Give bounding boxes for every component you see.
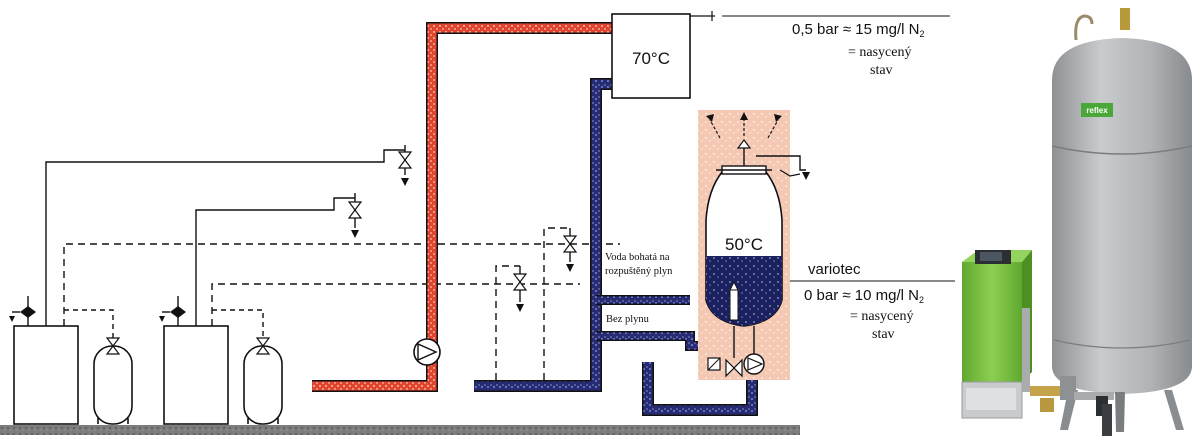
cold-saturation-label: = nasycený: [850, 309, 914, 324]
valve-icon: [105, 337, 121, 355]
boiler-left: [9, 149, 620, 425]
degassing-vessel: [698, 110, 810, 380]
valve-icon: [397, 145, 413, 186]
hot-saturation-label: = nasycený: [848, 45, 912, 60]
no-gas-label: Bez plynu: [606, 314, 650, 325]
boiler-middle: [159, 197, 580, 425]
degas-temp-label: 50°C: [725, 235, 763, 254]
device-name-label: variotec: [808, 261, 861, 278]
ground-strip: [0, 425, 800, 435]
cold-pressure-label: 0 bar ≈ 10 mg/l N2: [804, 287, 924, 305]
rich-water-label-1: Voda bohatá na: [605, 252, 670, 263]
hot-state-label: stav: [870, 63, 893, 78]
safety-valve-icon: [159, 296, 186, 326]
pump-icon: [743, 353, 765, 375]
hot-temp-label: 70°C: [632, 49, 670, 68]
brand-label: reflex: [1086, 106, 1108, 115]
hot-pressure-label: 0,5 bar ≈ 15 mg/l N2: [792, 21, 924, 39]
hot-pipe: [312, 22, 612, 392]
control-unit: [961, 250, 1114, 436]
valve-icon: [347, 193, 363, 238]
heat-source-box: [611, 13, 691, 99]
valve-icon: [707, 357, 743, 378]
rich-water-label-2: rozpuštěný plyn: [605, 266, 673, 277]
cold-state-label: stav: [872, 327, 895, 342]
valve-icon: [495, 265, 528, 380]
safety-valve-icon: [9, 296, 36, 326]
valve-icon: [543, 227, 578, 380]
valve-icon: [255, 337, 271, 355]
pump-icon: [413, 338, 441, 366]
reflex-tank: reflex: [1051, 8, 1193, 432]
